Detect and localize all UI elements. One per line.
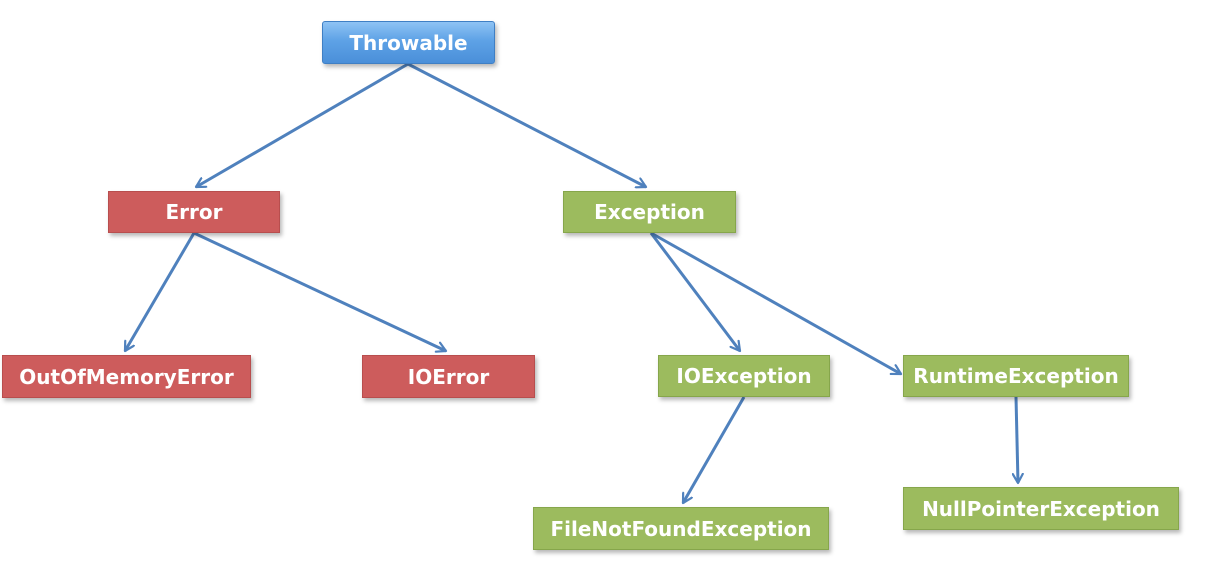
edge-error-outofmemoryerror	[123, 232, 196, 351]
io-exception-node: IOException	[658, 355, 830, 397]
throwable-label: Throwable	[349, 30, 468, 55]
error-label: Error	[165, 200, 223, 224]
edge-throwable-error	[196, 62, 409, 189]
out-of-memory-error-label: OutOfMemoryError	[19, 364, 234, 389]
null-pointer-exception-label: NullPointerException	[922, 496, 1160, 521]
error-node: Error	[108, 191, 280, 233]
edge-exception-runtimeexception	[650, 231, 901, 376]
out-of-memory-error-node: OutOfMemoryError	[2, 355, 251, 398]
edge-error-ioerror	[193, 231, 446, 351]
edge-exception-ioexception	[649, 232, 742, 351]
file-not-found-exception-node: FileNotFoundException	[533, 507, 829, 550]
exception-node: Exception	[563, 191, 736, 233]
edge-throwable-exception	[407, 62, 646, 187]
edge-ioexception-filenotfoundexception	[681, 396, 746, 503]
throwable-node: Throwable	[322, 21, 495, 64]
io-exception-label: IOException	[676, 364, 812, 388]
io-error-node: IOError	[362, 355, 535, 398]
runtime-exception-label: RuntimeException	[913, 364, 1119, 388]
edge-runtimeexception-nullpointerexception	[1016, 396, 1018, 483]
file-not-found-exception-label: FileNotFoundException	[550, 516, 812, 541]
exception-label: Exception	[594, 200, 705, 224]
io-error-label: IOError	[407, 364, 490, 389]
null-pointer-exception-node: NullPointerException	[903, 487, 1179, 530]
runtime-exception-node: RuntimeException	[903, 355, 1129, 397]
